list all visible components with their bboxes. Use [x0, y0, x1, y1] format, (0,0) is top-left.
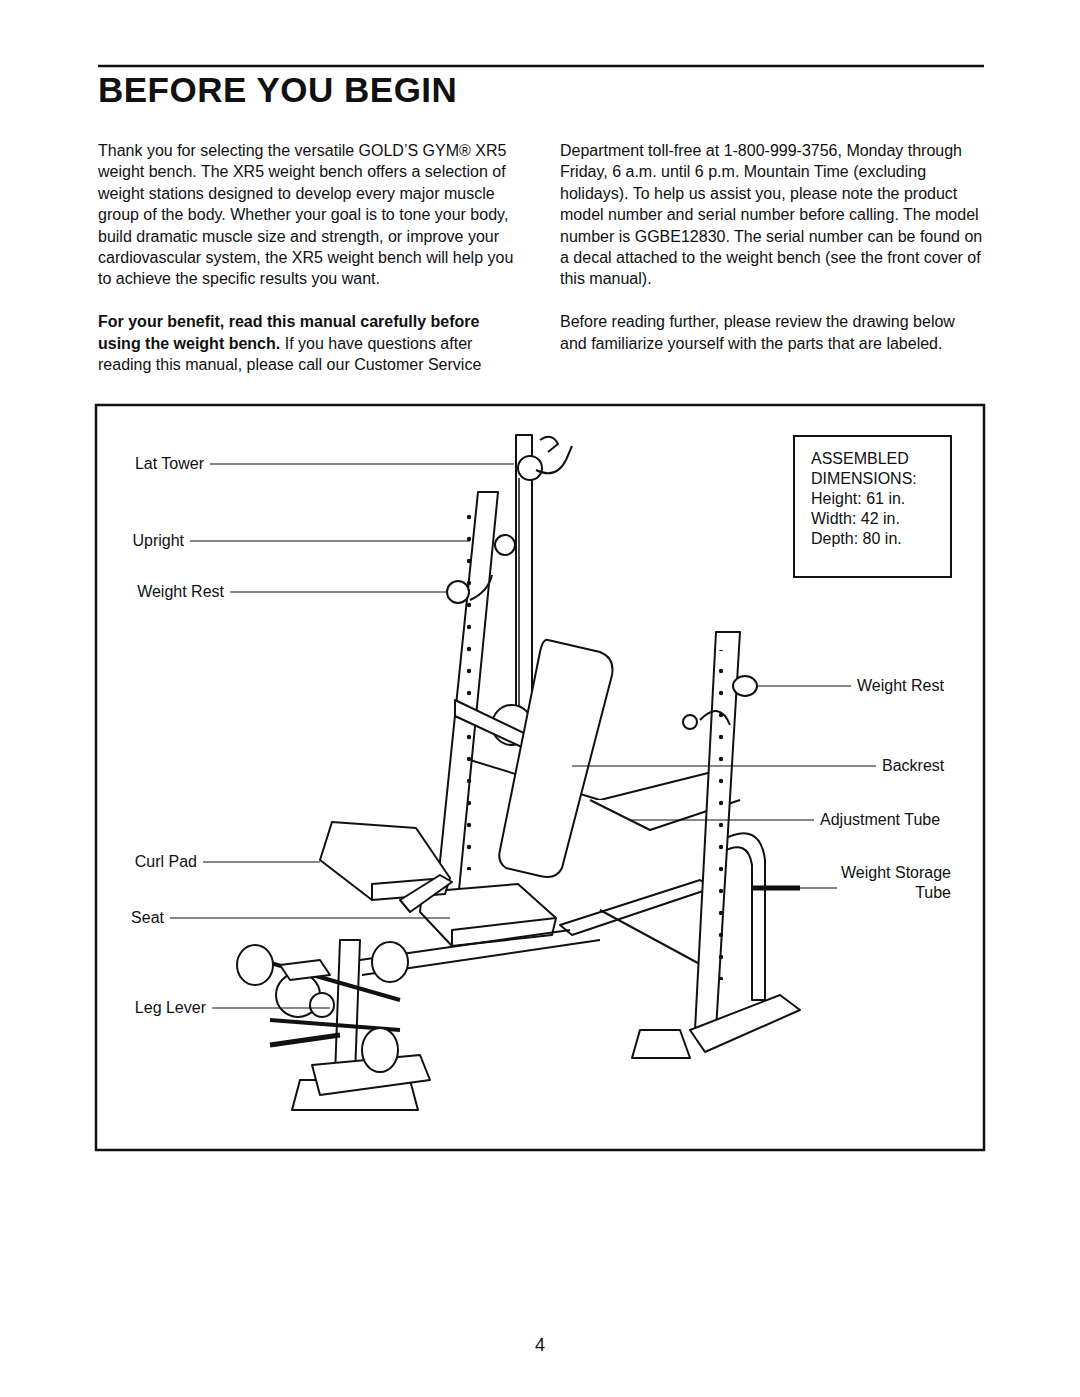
part-label: Curl Pad — [133, 852, 199, 872]
body-text: Thank you for selecting the versatile GO… — [98, 142, 513, 287]
leader-lines — [170, 464, 876, 1008]
paragraph: Before reading further, please review th… — [560, 311, 984, 354]
part-label: Seat — [129, 908, 166, 928]
dimension-value: Height: 61 in. — [811, 489, 936, 509]
page-number: 4 — [0, 1335, 1080, 1356]
dimension-value: Width: 42 in. — [811, 509, 936, 529]
part-label: Leg Lever — [133, 998, 208, 1018]
page-title: BEFORE YOU BEGIN — [98, 70, 457, 110]
part-label: Backrest — [880, 756, 946, 776]
intro-text: Thank you for selecting the versatile GO… — [98, 140, 984, 375]
figure-frame — [96, 405, 984, 1150]
part-label: Upright — [130, 531, 186, 551]
part-label: Adjustment Tube — [818, 810, 942, 830]
paragraph: Thank you for selecting the versatile GO… — [98, 140, 522, 290]
page-rule — [98, 65, 984, 67]
body-text: Before reading further, please review th… — [560, 313, 955, 351]
part-label: Weight Rest — [855, 676, 946, 696]
part-label: Lat Tower — [133, 454, 206, 474]
bench-drawing — [237, 435, 800, 1110]
part-label: Weight Rest — [135, 582, 226, 602]
part-label: Weight Storage Tube — [837, 863, 953, 903]
dimension-value: Depth: 80 in. — [811, 529, 936, 549]
dimensions-box: ASSEMBLED DIMENSIONS:Height: 61 in.Width… — [793, 435, 952, 578]
box-heading: ASSEMBLED DIMENSIONS: — [811, 449, 936, 489]
